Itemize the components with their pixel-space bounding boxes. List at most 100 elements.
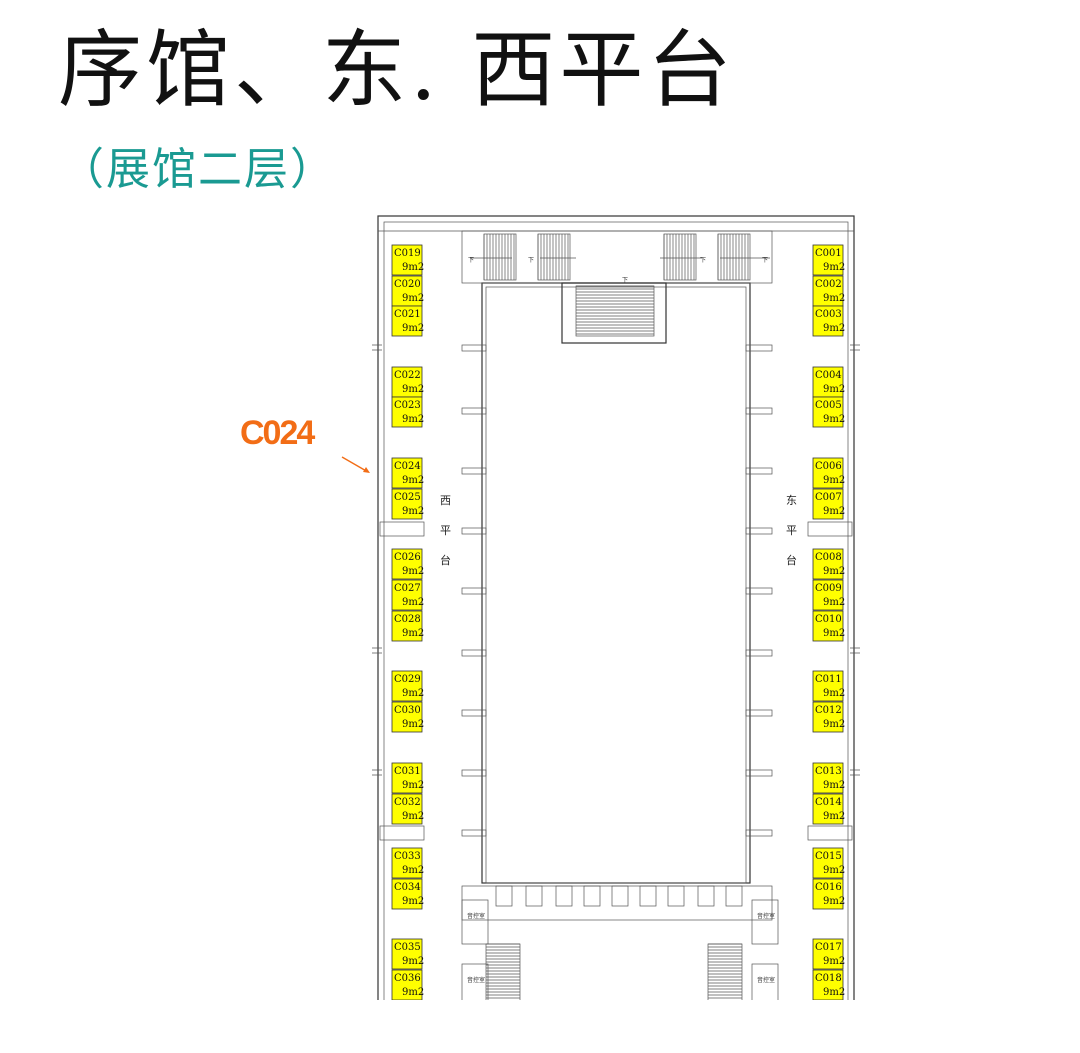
pier	[639, 885, 657, 907]
stair-frame	[663, 233, 697, 281]
booth-size: 9m2	[823, 719, 845, 730]
column	[461, 769, 487, 777]
column	[745, 709, 773, 717]
booth-id: C017	[815, 942, 842, 953]
booth-box	[812, 670, 844, 702]
booth-id: C002	[815, 279, 842, 290]
booth-box	[391, 396, 423, 428]
stair-down-mark: 下	[762, 257, 768, 264]
booth-box	[812, 701, 844, 733]
booth-id: C003	[815, 309, 842, 320]
booth-size: 9m2	[402, 896, 424, 907]
booth-size: 9m2	[402, 323, 424, 334]
booth-box	[812, 878, 844, 910]
booth-size: 9m2	[402, 414, 424, 425]
booth-box	[812, 938, 844, 970]
booth-id: C018	[815, 973, 842, 984]
booth-size: 9m2	[402, 688, 424, 699]
column	[461, 344, 487, 352]
booth-id: C005	[815, 400, 842, 411]
stair-frame	[575, 285, 655, 337]
booth-id: C001	[815, 248, 842, 259]
column	[461, 829, 487, 837]
booth-size: 9m2	[823, 628, 845, 639]
booth-c017[interactable]: C017 9m2	[812, 938, 845, 970]
booth-id: C014	[815, 797, 842, 808]
booth-c002[interactable]: C002 9m2	[812, 275, 845, 307]
booth-size: 9m2	[823, 262, 845, 273]
booth-c001[interactable]: C001 9m2	[812, 244, 845, 276]
booth-box	[812, 579, 844, 611]
booth-size: 9m2	[402, 987, 424, 998]
booth-box	[391, 305, 423, 337]
top-stair-hall	[461, 230, 773, 284]
column	[461, 407, 487, 415]
booth-size: 9m2	[823, 293, 845, 304]
booth-box	[812, 305, 844, 337]
atrium-inner-wall	[485, 286, 747, 884]
pier	[697, 885, 715, 907]
atrium-outer-wall	[481, 282, 751, 884]
booth-box	[391, 938, 423, 970]
pier	[555, 885, 573, 907]
east-platform-char: 东	[786, 494, 797, 507]
booth-box	[391, 701, 423, 733]
booth-id: C022	[394, 370, 421, 381]
booth-id: C012	[815, 705, 842, 716]
page-subtitle: （展馆二层）	[60, 144, 336, 195]
booth-size: 9m2	[823, 688, 845, 699]
booth-box	[391, 762, 423, 794]
booth-id: C024	[394, 461, 421, 472]
booth-box	[391, 579, 423, 611]
pier	[667, 885, 685, 907]
booth-size: 9m2	[823, 475, 845, 486]
booth-c012[interactable]: C012 9m2	[812, 701, 845, 733]
booth-id: C009	[815, 583, 842, 594]
booth-id: C020	[394, 279, 421, 290]
booth-box	[812, 610, 844, 642]
booth-size: 9m2	[402, 262, 424, 273]
booth-box	[391, 847, 423, 879]
booth-box	[812, 793, 844, 825]
booth-box	[391, 488, 423, 520]
booth-box	[812, 969, 844, 1001]
atrium-columns	[461, 344, 773, 837]
page-title: 序馆、东. 西平台	[58, 21, 736, 119]
column	[745, 649, 773, 657]
booth-size: 9m2	[823, 956, 845, 967]
column	[745, 769, 773, 777]
